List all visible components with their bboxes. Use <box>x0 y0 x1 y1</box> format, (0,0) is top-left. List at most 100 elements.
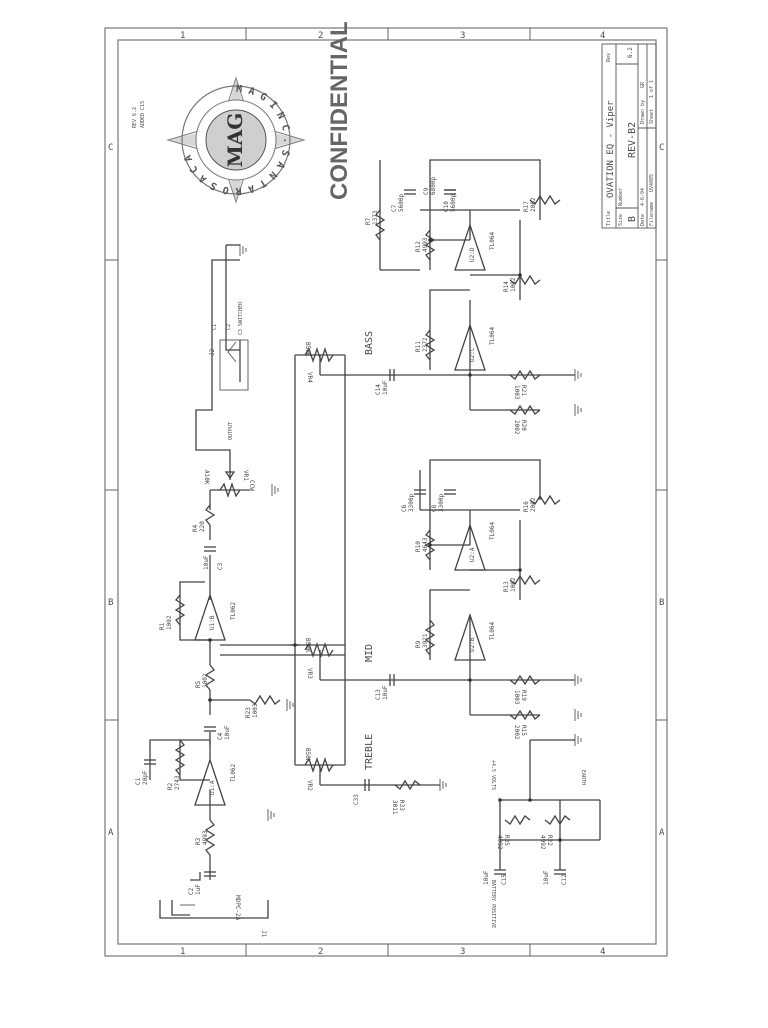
c1-value: 20pF <box>142 770 149 785</box>
r3-value: 4993 <box>202 830 209 845</box>
r19-ref: R19 <box>520 690 527 701</box>
vr3-ref: VR3 <box>306 668 313 679</box>
j1-part: MDPC-2A <box>234 895 241 921</box>
r33-value: 3011 <box>391 800 398 815</box>
tb-sheet-label: Sheet <box>649 109 655 124</box>
r23-value: 1003 <box>252 703 259 718</box>
tb-rev: 6.2 <box>627 47 634 58</box>
bass-label: BASS <box>364 331 375 355</box>
junction-dots <box>208 238 562 842</box>
r21-ref: R21 <box>520 385 527 396</box>
c14-value: 10uF <box>382 380 389 395</box>
added-note: ADDED C15 <box>140 101 146 128</box>
vr2-ref: VR2 <box>306 780 313 791</box>
c14-ref: C14 <box>375 384 382 395</box>
r21-value: 1003 <box>513 385 520 400</box>
potentiometers <box>219 346 334 774</box>
j1-ref: J1 <box>260 930 267 938</box>
vr4-ref: VR4 <box>306 372 313 383</box>
earth-label: EARTH <box>580 770 586 785</box>
u2d-part: TL064 <box>489 232 496 250</box>
connector-j1: MDPC-2A J1 <box>159 895 269 938</box>
r2-value: 2743 <box>174 775 181 790</box>
c10-value: 5600p <box>450 194 457 212</box>
border-col-4-top: 4 <box>600 31 605 41</box>
tb-date-label: Date <box>640 214 646 226</box>
c1-ref: C1 <box>135 777 142 785</box>
tb-rev-label: Rev <box>606 53 612 62</box>
battery-label: BATTERY POSITIVE <box>490 880 496 928</box>
u2a-part: TL064 <box>489 522 496 540</box>
r5-ref: R5 <box>195 680 202 688</box>
c4-ref: C4 <box>217 732 224 740</box>
wiring <box>149 159 601 916</box>
c8-value: 3300p <box>438 494 445 512</box>
r11-value: 2372 <box>422 337 429 352</box>
u2c-part: TL064 <box>489 327 496 345</box>
r17-value: 2002 <box>530 197 537 212</box>
c9-ref: C9 <box>423 187 430 195</box>
r9-ref: R9 <box>415 640 422 648</box>
c9-value: 6800p <box>430 177 437 195</box>
r7-value: 1373 <box>372 210 379 225</box>
opamp-u1a: U1:A TL062 <box>194 757 237 806</box>
pot-labels: A10K VR1 CCW B50K VR2 B50K VR3 B50K VR4 … <box>203 331 375 791</box>
tb-filename-label: Filename <box>649 202 655 226</box>
r33-ref: R33 <box>398 800 405 811</box>
c8-ref: C8 <box>431 504 438 512</box>
mid-label: MID <box>364 644 375 662</box>
c3-ref: C3 <box>217 562 224 570</box>
opamp-u2a: U2:A TL064 <box>454 522 496 571</box>
border-col-3: 3 <box>460 947 465 957</box>
u2c-ref: U2:C <box>469 347 476 362</box>
resistor-symbols <box>174 194 571 856</box>
j2-pin3: C3 SWITCHED <box>238 302 244 335</box>
r4-value: 220 <box>199 521 206 532</box>
c7-value: 5600p <box>398 194 405 212</box>
opamp-u2d: U2:D TL064 <box>454 222 496 271</box>
title-block: Title OVATION EQ - Viper Rev 6.2 Size B … <box>601 43 657 229</box>
r23-ref: R23 <box>245 707 252 718</box>
r22-value: 4992 <box>539 835 546 850</box>
tb-filename: UV4085 <box>649 174 655 192</box>
r14-value: 1002 <box>510 277 517 292</box>
r10-ref: R10 <box>415 541 422 552</box>
c12-ref: C12 <box>561 874 568 885</box>
c13-ref: C13 <box>375 689 382 700</box>
j2-pin2: C2 <box>226 324 232 330</box>
r12-ref: R12 <box>415 241 422 252</box>
confidential-stamp: CONFIDENTIAL <box>326 21 353 200</box>
r7-ref: R7 <box>365 217 372 225</box>
c7-ref: C7 <box>391 204 398 212</box>
opamp-u2c: U2:C TL064 <box>454 322 496 371</box>
tb-title-label: Title <box>606 211 612 226</box>
r17-ref: R17 <box>523 201 530 212</box>
j2-ref: J2 <box>209 348 216 356</box>
r15-value: 2002 <box>513 725 520 740</box>
output-label: OUTPUT <box>228 422 234 440</box>
capacitor-symbols <box>144 189 566 877</box>
tb-drawn-by: GR <box>640 81 646 88</box>
vr1-ref: VR1 <box>242 470 249 481</box>
border-row-b-right: B <box>659 598 664 608</box>
ground-symbols <box>239 244 582 821</box>
outer-frame <box>104 27 668 957</box>
net-labels: +4.5 VOLTS BATTERY POSITIVE EARTH OUTPUT <box>228 422 586 928</box>
inner-frame <box>117 39 657 945</box>
c3-value: 10uF <box>203 555 210 570</box>
mag-logo: M A G I N C . S A N T A R O S A C A MAG <box>166 76 306 204</box>
r3-ref: R3 <box>195 837 202 845</box>
rev-note: REV 6.2 <box>132 107 138 128</box>
border-labels: 1 2 3 4 1 2 3 4 A B C A B C <box>108 31 665 957</box>
vr3-value: B50K <box>304 638 311 653</box>
c15-value: 10uF <box>483 870 490 885</box>
border-row-a-right: A <box>659 828 665 838</box>
c4-value: 10uF <box>224 725 231 740</box>
c6-value: 3300p <box>408 494 415 512</box>
opamp-u1b: U1:B TL062 <box>194 592 237 641</box>
r12-value: 4993 <box>422 237 429 252</box>
